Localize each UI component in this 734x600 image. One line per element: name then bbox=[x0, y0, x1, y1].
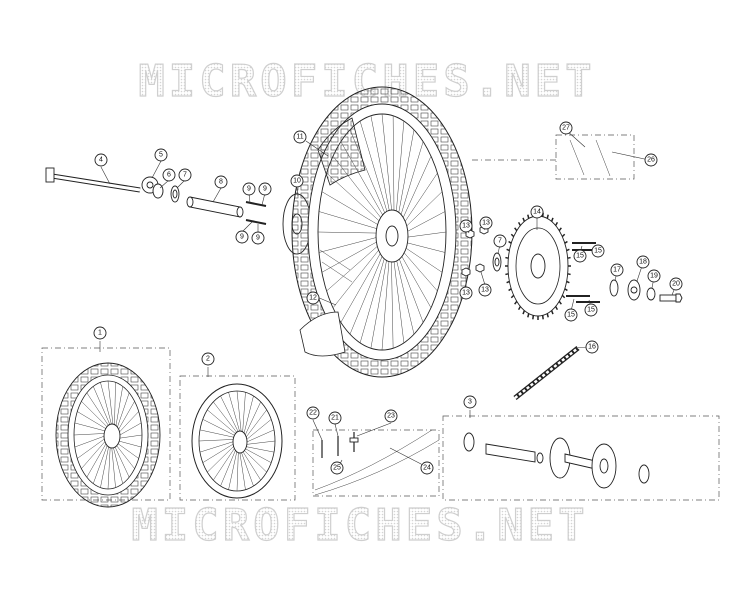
callout-label: 22 bbox=[309, 410, 317, 417]
drive-chain bbox=[513, 346, 580, 400]
callout-2: 2 bbox=[201, 352, 215, 366]
callout-label: 15 bbox=[587, 307, 595, 314]
inset-hub bbox=[442, 415, 720, 501]
callout-6: 6 bbox=[162, 168, 176, 182]
callout-label: 8 bbox=[219, 179, 223, 186]
callout-label: 4 bbox=[99, 157, 103, 164]
callout-4: 4 bbox=[94, 153, 108, 167]
callout-label: 17 bbox=[613, 267, 621, 274]
callout-label: 2 bbox=[206, 356, 210, 363]
callout-label: 13 bbox=[462, 290, 470, 297]
callout-13: 13 bbox=[459, 286, 473, 300]
callout-9: 9 bbox=[251, 231, 265, 245]
callout-label: 24 bbox=[423, 465, 431, 472]
callout-label: 19 bbox=[650, 273, 658, 280]
callout-25: 25 bbox=[330, 461, 344, 475]
callout-label: 16 bbox=[588, 344, 596, 351]
callout-label: 5 bbox=[159, 152, 163, 159]
callout-label: 3 bbox=[468, 399, 472, 406]
callout-16: 16 bbox=[585, 340, 599, 354]
callout-7: 7 bbox=[178, 168, 192, 182]
callout-label: 7 bbox=[498, 238, 502, 245]
inset-complete-wheel bbox=[41, 347, 171, 508]
callout-label: 13 bbox=[482, 220, 490, 227]
callout-9: 9 bbox=[258, 182, 272, 196]
spoke-nipples bbox=[319, 249, 353, 283]
callout-label: 9 bbox=[247, 186, 251, 193]
callout-label: 9 bbox=[240, 234, 244, 241]
callout-11: 11 bbox=[293, 130, 307, 144]
bearing-17 bbox=[609, 279, 619, 297]
callout-label: 20 bbox=[672, 281, 680, 288]
callout-label: 9 bbox=[256, 235, 260, 242]
callout-8: 8 bbox=[214, 175, 228, 189]
callout-15: 15 bbox=[584, 303, 598, 317]
callout-label: 12 bbox=[309, 295, 317, 302]
bearing-7-right bbox=[492, 252, 502, 272]
callout-label: 18 bbox=[639, 259, 647, 266]
callout-13: 13 bbox=[459, 219, 473, 233]
bearing-7 bbox=[170, 185, 180, 203]
callout-label: 11 bbox=[296, 134, 303, 141]
detail-box-valve bbox=[470, 134, 635, 180]
callout-22: 22 bbox=[306, 406, 320, 420]
spacer-6 bbox=[152, 183, 164, 199]
main-wheel bbox=[291, 86, 473, 378]
callout-9: 9 bbox=[235, 230, 249, 244]
callout-label: 1 bbox=[98, 330, 102, 337]
callout-13: 13 bbox=[479, 216, 493, 230]
callout-label: 15 bbox=[567, 312, 575, 319]
callout-label: 13 bbox=[481, 287, 489, 294]
spacer-tube bbox=[186, 196, 244, 218]
callout-1: 1 bbox=[93, 326, 107, 340]
watermark-bottom-outline: MICROFICHES.NET bbox=[131, 500, 588, 551]
callout-15: 15 bbox=[591, 244, 605, 258]
callout-label: 15 bbox=[576, 253, 584, 260]
callout-label: 13 bbox=[462, 223, 470, 230]
bolts bbox=[245, 201, 267, 225]
callout-18: 18 bbox=[636, 255, 650, 269]
callout-label: 25 bbox=[333, 465, 341, 472]
watermark-bottom: MICROFICHES.NET bbox=[131, 500, 588, 551]
adjuster-18 bbox=[627, 279, 641, 301]
callout-label: 9 bbox=[263, 186, 267, 193]
axle bbox=[45, 167, 141, 193]
callout-13: 13 bbox=[478, 283, 492, 297]
callout-label: 15 bbox=[594, 248, 602, 255]
callout-20: 20 bbox=[669, 277, 683, 291]
callout-label: 6 bbox=[167, 172, 171, 179]
callout-15: 15 bbox=[573, 249, 587, 263]
callout-label: 27 bbox=[562, 125, 570, 132]
callout-23: 23 bbox=[384, 409, 398, 423]
callout-19: 19 bbox=[647, 269, 661, 283]
callout-label: 10 bbox=[293, 178, 301, 185]
callout-label: 7 bbox=[183, 172, 187, 179]
inset-spoke-detail bbox=[312, 429, 440, 497]
rear-sprocket bbox=[505, 212, 571, 320]
callout-label: 26 bbox=[647, 157, 655, 164]
callout-12: 12 bbox=[306, 291, 320, 305]
callout-27: 27 bbox=[559, 121, 573, 135]
callout-9: 9 bbox=[242, 182, 256, 196]
callout-label: 21 bbox=[331, 415, 339, 422]
callout-14: 14 bbox=[530, 205, 544, 219]
inset-rim bbox=[179, 375, 296, 501]
callout-21: 21 bbox=[328, 411, 342, 425]
callout-label: 14 bbox=[533, 209, 541, 216]
spacer-19 bbox=[646, 287, 656, 301]
callout-label: 23 bbox=[387, 413, 395, 420]
callout-10: 10 bbox=[290, 174, 304, 188]
callout-26: 26 bbox=[644, 153, 658, 167]
callout-24: 24 bbox=[420, 461, 434, 475]
callout-17: 17 bbox=[610, 263, 624, 277]
callout-5: 5 bbox=[154, 148, 168, 162]
callout-7: 7 bbox=[493, 234, 507, 248]
axle-nut-20 bbox=[659, 293, 683, 303]
callout-3: 3 bbox=[463, 395, 477, 409]
callout-15: 15 bbox=[564, 308, 578, 322]
